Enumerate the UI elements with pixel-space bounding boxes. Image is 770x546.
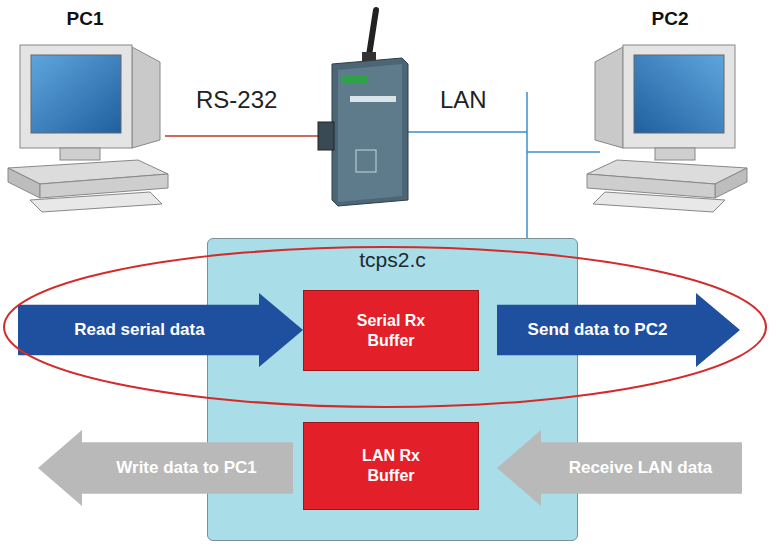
computer-case-side xyxy=(8,168,40,198)
node-text: LAN Rx Buffer xyxy=(348,446,434,486)
lan-cable xyxy=(408,131,527,133)
node-text: Send data to PC2 xyxy=(528,320,668,340)
device-server xyxy=(318,10,408,206)
node-text: Write data to PC1 xyxy=(116,458,256,478)
node-text: Serial Rx Buffer xyxy=(348,311,434,351)
device-logo xyxy=(356,150,376,172)
data-flow-arrow: Write data to PC1 xyxy=(38,430,293,506)
data-flow-arrow: Read serial data xyxy=(18,293,303,367)
program-panel: tcps2.cSerial Rx BufferLAN Rx Buffer xyxy=(207,238,578,541)
device-label xyxy=(350,96,396,102)
computer-node: PC1 xyxy=(0,8,170,213)
serial-cable xyxy=(165,135,322,137)
computer-name: PC1 xyxy=(67,8,104,30)
computer-illustration xyxy=(587,45,747,212)
program-name: tcps2.c xyxy=(359,248,426,272)
computer-name: PC2 xyxy=(652,8,689,30)
node-text: Receive LAN data xyxy=(569,458,713,478)
device-body xyxy=(332,58,408,206)
monitor-side xyxy=(132,47,160,148)
monitor-stand xyxy=(60,148,100,160)
data-flow-arrow: Receive LAN data xyxy=(497,430,742,506)
keyboard xyxy=(593,192,725,212)
arrow-body xyxy=(18,293,303,367)
buffer-box: Serial Rx Buffer xyxy=(303,290,479,371)
computer-illustration xyxy=(8,45,168,212)
keyboard xyxy=(30,192,162,212)
lan-bus xyxy=(526,92,528,245)
arrow-body xyxy=(497,430,742,506)
lan-cable xyxy=(527,151,600,153)
monitor-front xyxy=(20,45,132,148)
data-flow-arrow: Send data to PC2 xyxy=(497,293,740,367)
monitor-screen xyxy=(31,55,121,133)
arrow-body xyxy=(38,430,293,506)
monitor-stand xyxy=(655,148,695,160)
link-label: RS-232 xyxy=(196,86,277,114)
computer-case-side xyxy=(715,168,747,198)
monitor-side xyxy=(595,47,623,148)
monitor-screen xyxy=(634,55,724,133)
device-front xyxy=(338,64,402,202)
computer-node: PC2 xyxy=(585,8,755,213)
arrow-body xyxy=(497,293,740,367)
buffer-box: LAN Rx Buffer xyxy=(303,422,479,510)
node-text: Read serial data xyxy=(74,320,204,340)
monitor-front xyxy=(623,45,735,148)
link-label: LAN xyxy=(440,86,487,114)
terminal-block xyxy=(342,76,368,84)
serial-connector xyxy=(318,122,334,150)
